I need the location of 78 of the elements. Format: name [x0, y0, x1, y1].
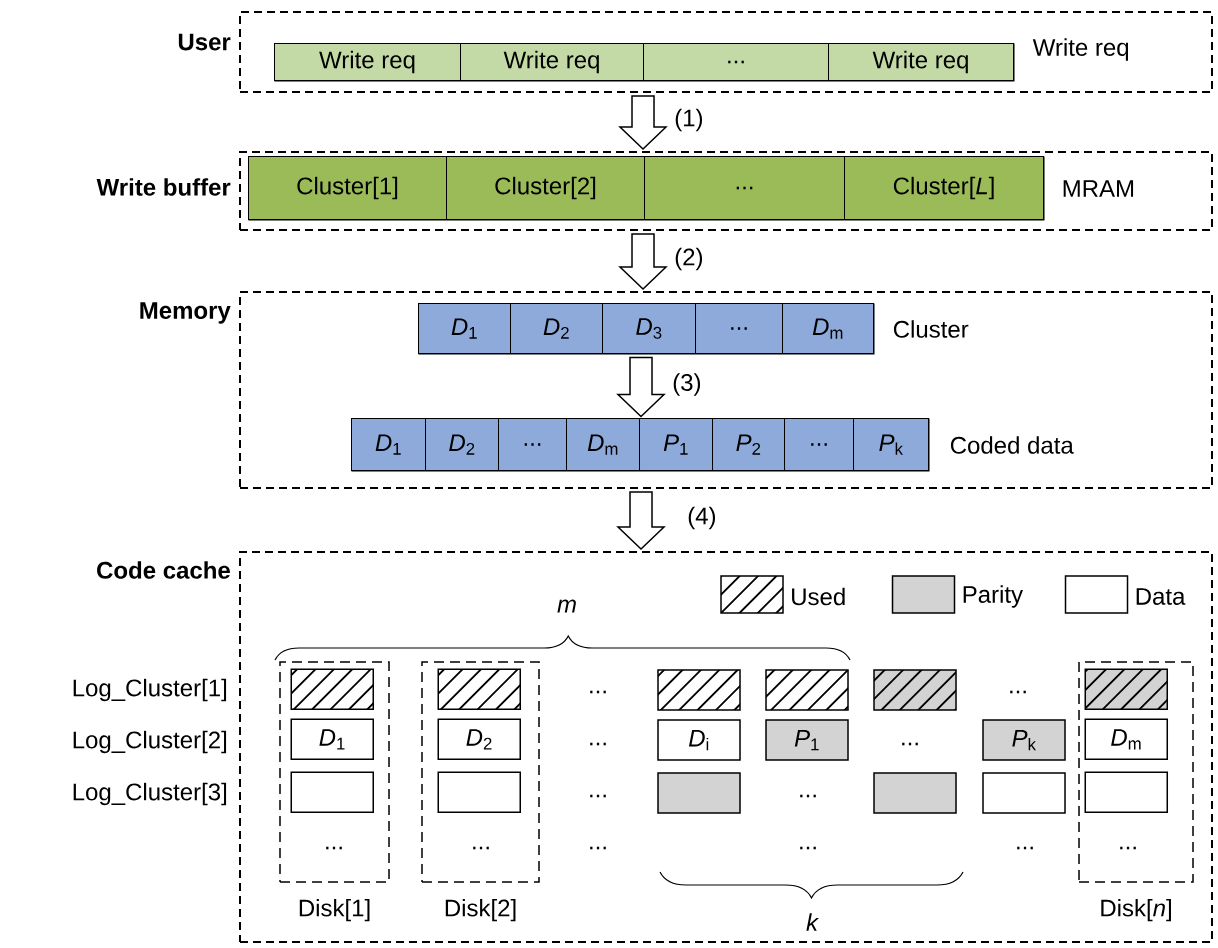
hatched-block — [1084, 668, 1168, 710]
ellipsis: ... — [902, 742, 918, 746]
legend-label: Used — [792, 587, 845, 606]
data-cell: ... — [643, 43, 829, 81]
data-cell: ... — [784, 418, 854, 471]
node-label: Disk[1] — [299, 898, 370, 922]
empty-block — [437, 771, 521, 813]
data-cell: D$_{m}$ — [566, 418, 640, 471]
data-cell: D$_{1}$ — [290, 718, 374, 760]
empty-block — [657, 772, 741, 814]
empty-block — [290, 771, 374, 813]
node-label: Cluster — [893, 320, 969, 338]
data-cell: D$_{1}$ — [351, 418, 426, 471]
hatched-block — [765, 669, 849, 711]
step-label: (2) — [673, 246, 705, 272]
data-cell: P$_{1}$ — [639, 418, 713, 471]
node-label: Disk[n] — [1101, 898, 1171, 922]
block-arrow — [618, 233, 668, 291]
empty-block — [1084, 771, 1168, 813]
data-cell: ... — [644, 156, 845, 220]
node-label: User — [178, 33, 231, 51]
node-label: Write req — [1032, 38, 1129, 61]
data-cell: D$_{3}$ — [602, 303, 696, 354]
brace-label: k — [806, 913, 819, 931]
data-cell: D$_{m}$ — [1084, 718, 1168, 760]
ellipsis: ... — [1120, 846, 1136, 850]
data-cell: Cluster[1] — [248, 156, 447, 220]
data-cell: Write req — [828, 43, 1014, 81]
data-cell: P$_{1}$ — [765, 719, 849, 761]
data-cell: D$_{2}$ — [510, 303, 603, 354]
ellipsis: ... — [590, 690, 606, 694]
node-label: Disk[2] — [445, 898, 516, 922]
block-arrow — [616, 491, 666, 551]
ellipsis: ... — [1017, 846, 1033, 850]
data-cell: Cluster[L] — [844, 156, 1044, 220]
hatched-block — [657, 669, 741, 711]
data-cell: D$_{1}$ — [418, 303, 511, 354]
legend-label: Parity — [963, 585, 1023, 608]
node-label: Memory — [140, 302, 231, 324]
block-arrow — [616, 356, 666, 418]
data-cell: P$_{k}$ — [853, 418, 929, 471]
ellipsis: ... — [590, 846, 606, 850]
legend-label: Data — [1136, 588, 1186, 605]
ellipsis: ... — [800, 794, 816, 798]
data-cell: ... — [498, 418, 567, 471]
brace-label: m — [557, 599, 576, 613]
ellipsis: ... — [590, 742, 606, 746]
data-cell: Write req — [274, 43, 461, 81]
row-label: Log_Cluster[1] — [73, 678, 227, 702]
hatched-block — [873, 669, 957, 711]
empty-block — [873, 772, 957, 814]
block-arrow — [618, 95, 668, 151]
step-label: (3) — [671, 372, 703, 397]
node-label: Code cache — [97, 561, 230, 579]
ellipsis: ... — [473, 846, 489, 850]
hatched-block — [290, 668, 374, 710]
step-label: (1) — [673, 107, 705, 133]
empty-block — [982, 772, 1066, 814]
ellipsis: ... — [326, 846, 342, 850]
hatched-block — [437, 668, 521, 710]
data-cell: Cluster[2] — [446, 156, 645, 220]
data-cell: P$_{k}$ — [982, 719, 1066, 761]
data-cell: P$_{2}$ — [712, 418, 785, 471]
data-cell: Write req — [460, 43, 644, 81]
ellipsis: ... — [800, 846, 816, 850]
data-cell: D$_{i}$ — [657, 719, 741, 761]
node-label: Write buffer — [96, 178, 231, 196]
data-cell: D$_{2}$ — [425, 418, 499, 471]
node-label: Coded data — [950, 436, 1074, 454]
data-cell: ... — [695, 303, 783, 354]
row-label: Log_Cluster[2] — [73, 730, 227, 754]
ellipsis: ... — [1010, 690, 1026, 694]
node-label: MRAM — [1063, 180, 1134, 197]
data-cell: D$_{m}$ — [782, 303, 874, 354]
step-label: (4) — [686, 505, 718, 531]
data-cell: D$_{2}$ — [437, 718, 521, 760]
ellipsis: ... — [590, 794, 606, 798]
row-label: Log_Cluster[3] — [73, 782, 227, 806]
